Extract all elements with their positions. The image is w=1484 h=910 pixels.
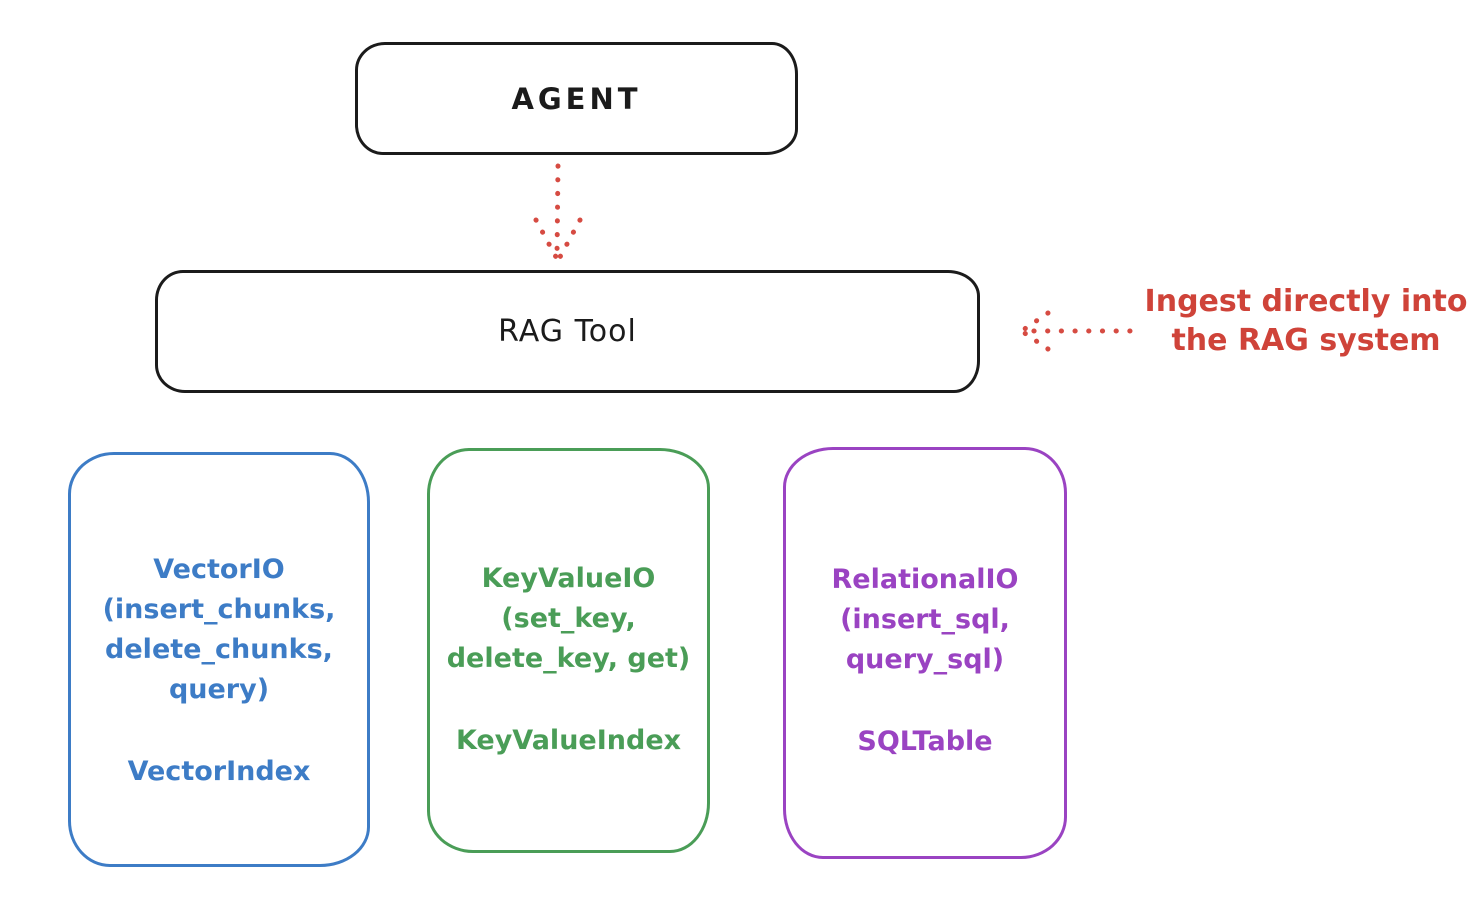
ingest-annotation: Ingest directly into the RAG system xyxy=(1138,282,1474,360)
relational-io-methods-line: query_sql) xyxy=(845,644,1005,675)
vector-index-label: VectorIndex xyxy=(127,756,311,787)
vector-io-box: VectorIO (insert_chunks, delete_chunks, … xyxy=(68,452,370,867)
key-value-io-methods-line: delete_key, get) xyxy=(446,643,691,674)
ingest-annotation-line2: the RAG system xyxy=(1171,323,1441,358)
relational-io-methods-line: (insert_sql, xyxy=(840,604,1010,635)
relational-io-box: RelationalIO (insert_sql, query_sql) SQL… xyxy=(783,447,1067,859)
agent-to-rag-arrow-icon xyxy=(533,163,583,260)
annotation-to-rag-arrow-icon xyxy=(1020,310,1133,352)
vector-io-methods-line: (insert_chunks, xyxy=(102,594,336,625)
vector-io-methods-line: query) xyxy=(168,674,270,705)
key-value-io-title: KeyValueIO xyxy=(481,563,656,594)
key-value-io-box: KeyValueIO (set_key, delete_key, get) Ke… xyxy=(427,448,710,853)
agent-node: AGENT xyxy=(355,42,798,155)
vector-io-methods-line: delete_chunks, xyxy=(105,634,333,665)
key-value-io-methods-line: (set_key, xyxy=(501,603,636,634)
relational-io-title: RelationalIO xyxy=(831,564,1019,595)
key-value-index-label: KeyValueIndex xyxy=(455,725,682,756)
rag-tool-node: RAG Tool xyxy=(155,270,980,393)
ingest-annotation-line1: Ingest directly into xyxy=(1144,284,1468,319)
agent-node-label: AGENT xyxy=(511,81,642,116)
sql-table-label: SQLTable xyxy=(857,726,993,757)
rag-tool-node-label: RAG Tool xyxy=(498,314,637,349)
vector-io-title: VectorIO xyxy=(153,554,285,585)
